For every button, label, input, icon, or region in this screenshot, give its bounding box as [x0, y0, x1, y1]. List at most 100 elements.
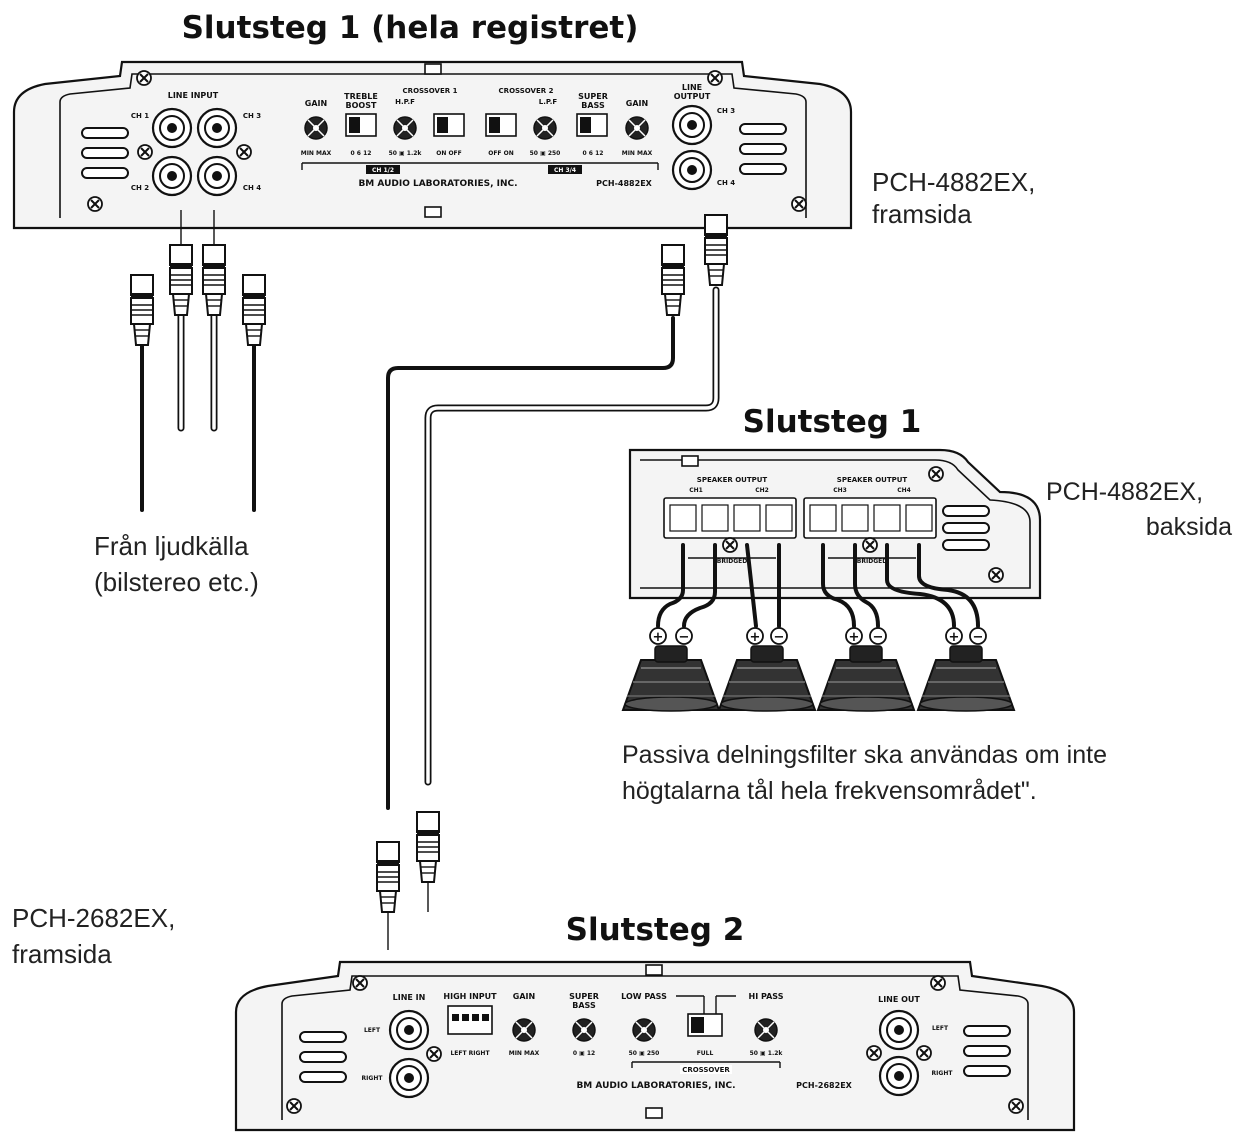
label-crossover-1: CROSSOVER 1 — [403, 87, 458, 95]
caption-note-line2: högtalarna tål hela frekvensområdet". — [622, 777, 1037, 805]
title-amp1-full-range: Slutsteg 1 (hela registret) — [182, 10, 639, 46]
badge-ch34 — [548, 165, 582, 174]
label-crossover-amp2: CROSSOVER — [682, 1066, 730, 1074]
super-scale-amp2: 0 ▣ 12 — [573, 1050, 595, 1057]
label-hpf: H.P.F — [395, 98, 415, 106]
label-lpf: L.P.F — [539, 98, 558, 106]
gain-knob-amp2[interactable] — [512, 1018, 536, 1042]
jack-line-out-right[interactable] — [878, 1055, 920, 1097]
title-amp2: Slutsteg 2 — [566, 912, 745, 948]
speaker-wires — [656, 543, 980, 628]
title-amp1-back: Slutsteg 1 — [743, 404, 922, 440]
gain-scale-1: MIN MAX — [301, 150, 332, 157]
label-right-out: RIGHT — [932, 1070, 954, 1077]
caption-note-line1: Passiva delningsfilter ska användas om i… — [622, 741, 1107, 769]
brand-amp1: BM AUDIO LABORATORIES, INC. — [358, 179, 517, 189]
speaker-4-plus: + — [949, 630, 960, 645]
speaker-3-plus: + — [849, 630, 860, 645]
label-treble: TREBLE — [344, 92, 378, 101]
jack-ch4-in[interactable] — [196, 155, 238, 197]
rca-plugs-source — [130, 210, 266, 346]
label-back-ch1: CH1 — [689, 487, 703, 494]
badge-ch12 — [366, 165, 400, 174]
label-boost: BOOST — [346, 101, 377, 110]
super-bass-knob-amp2[interactable] — [572, 1018, 596, 1042]
jack-ch1-in[interactable] — [151, 107, 193, 149]
brand-amp2: BM AUDIO LABORATORIES, INC. — [576, 1081, 735, 1091]
caption-amp2-front-model: PCH-2682EX, — [12, 903, 175, 933]
gain-knob-2[interactable] — [625, 116, 649, 140]
label-speaker-output-b: SPEAKER OUTPUT — [837, 476, 908, 484]
speaker-1: + − — [622, 627, 720, 712]
speaker-4-minus: − — [973, 630, 984, 645]
label-back-ch3: CH3 — [833, 487, 847, 494]
amp1-front-panel: LINE INPUT CH 1 CH 3 CH 2 CH 4 GAIN MIN … — [12, 60, 853, 230]
jack-ch3-in[interactable] — [196, 107, 238, 149]
off-on-2: OFF ON — [488, 150, 514, 157]
caption-source-line2: (bilstereo etc.) — [94, 567, 259, 597]
label-super-amp2: SUPER — [569, 992, 599, 1001]
jack-ch3-out[interactable] — [671, 104, 713, 146]
jack-ch2-in[interactable] — [151, 155, 193, 197]
lpf-knob[interactable] — [533, 116, 557, 140]
label-back-ch4: CH4 — [897, 487, 911, 494]
speaker-1-minus: − — [679, 630, 690, 645]
label-ch34: CH 3/4 — [554, 167, 576, 174]
label-gain-1: GAIN — [305, 99, 327, 108]
gain-scale-2: MIN MAX — [622, 150, 653, 157]
label-ch3-out: CH 3 — [717, 107, 735, 115]
label-speaker-output-a: SPEAKER OUTPUT — [697, 476, 768, 484]
super-scale: 0 6 12 — [583, 150, 604, 157]
label-ch2: CH 2 — [131, 184, 149, 192]
caption-source-line1: Från ljudkälla — [94, 531, 249, 561]
rca-plugs-amp2 — [376, 811, 440, 950]
cables — [140, 286, 720, 810]
hi-pass-knob[interactable] — [754, 1018, 778, 1042]
gain-scale-amp2: MIN MAX — [509, 1050, 540, 1057]
amp1-back-panel: SPEAKER OUTPUT SPEAKER OUTPUT CH1 CH2 CH… — [628, 448, 1042, 600]
terminal-block-b[interactable] — [809, 504, 933, 532]
label-full: FULL — [697, 1050, 714, 1057]
label-ch1: CH 1 — [131, 112, 149, 120]
caption-amp1-back-side: baksida — [1146, 513, 1232, 541]
lpf-scale: 50 ▣ 250 — [530, 150, 561, 157]
label-gain-2: GAIN — [626, 99, 648, 108]
model-amp1: PCH-4882EX — [596, 179, 652, 188]
low-pass-knob[interactable] — [632, 1018, 656, 1042]
label-left-in: LEFT — [364, 1027, 381, 1034]
hpf-knob[interactable] — [393, 116, 417, 140]
speaker-2: + − — [718, 627, 816, 712]
label-line: LINE — [682, 83, 702, 92]
label-crossover-2: CROSSOVER 2 — [499, 87, 554, 95]
hpf-scale: 50 ▣ 1.2k — [389, 150, 423, 157]
label-line-in: LINE IN — [393, 993, 426, 1002]
label-super: SUPER — [578, 92, 608, 101]
label-back-ch2: CH2 — [755, 487, 769, 494]
speaker-2-minus: − — [774, 630, 785, 645]
label-ch12: CH 1/2 — [372, 167, 394, 174]
jack-line-out-left[interactable] — [878, 1009, 920, 1051]
amp2-front-panel: LINE IN LEFT RIGHT HIGH INPUT LEFT RIGHT… — [234, 960, 1076, 1132]
label-output: OUTPUT — [674, 92, 711, 101]
label-right-in: RIGHT — [362, 1075, 384, 1082]
jack-ch4-out[interactable] — [671, 149, 713, 191]
label-low-pass: LOW PASS — [621, 992, 667, 1001]
jack-line-in-left[interactable] — [388, 1009, 430, 1051]
terminal-block-a[interactable] — [669, 504, 793, 532]
speaker-1-plus: + — [653, 630, 664, 645]
speaker-2-plus: + — [750, 630, 761, 645]
label-gain-amp2: GAIN — [513, 992, 535, 1001]
caption-amp1-back-model: PCH-4882EX, — [1046, 478, 1203, 506]
jack-line-in-right[interactable] — [388, 1057, 430, 1099]
caption-amp2-front-side: framsida — [12, 939, 112, 969]
label-bridged-b: BRIDGED — [857, 558, 887, 565]
gain-knob-1[interactable] — [304, 116, 328, 140]
label-line-input: LINE INPUT — [168, 91, 219, 100]
speaker-3: + − — [817, 627, 915, 712]
high-input-scale: LEFT RIGHT — [450, 1050, 490, 1057]
caption-amp1-front-side: framsida — [872, 199, 972, 229]
treble-scale: 0 6 12 — [351, 150, 372, 157]
label-left-out: LEFT — [932, 1025, 949, 1032]
hi-pass-scale: 50 ▣ 1.2k — [750, 1050, 784, 1057]
